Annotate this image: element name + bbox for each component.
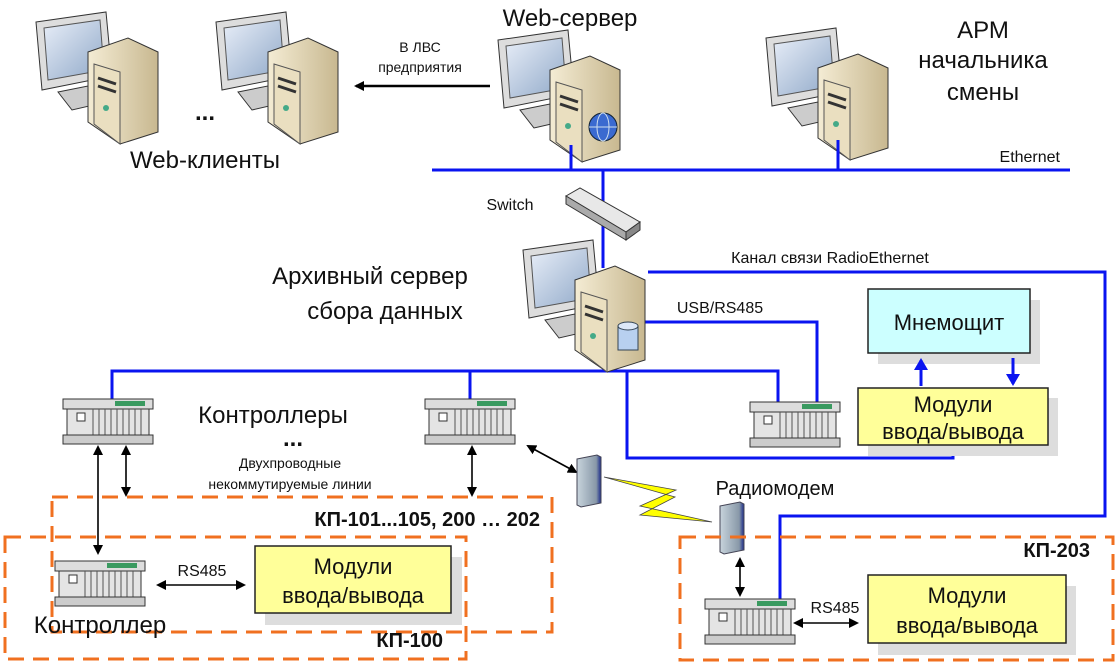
controller-rack-icon bbox=[62, 398, 154, 445]
lan-label-1: В ЛВС bbox=[399, 39, 440, 55]
rs485-label: RS485 bbox=[178, 563, 227, 580]
arm-label-2: начальника bbox=[918, 47, 1048, 74]
kp203-border bbox=[678, 535, 1115, 662]
usb-rs485-line bbox=[640, 320, 819, 405]
radioethernet-label: Канал связи RadioEthernet bbox=[731, 250, 929, 267]
web-server-label: Web-сервер bbox=[503, 5, 638, 32]
controller-rack-icon bbox=[749, 401, 841, 448]
web-clients-label: Web-клиенты bbox=[130, 147, 280, 174]
modules-label-2: ввода/вывода bbox=[896, 613, 1039, 638]
two-wire-label-2: некоммутируемые линии bbox=[208, 476, 371, 492]
mnemo-label: Мнемощит bbox=[894, 310, 1005, 335]
link-arrows bbox=[93, 445, 859, 628]
io-modules-box-kp100 bbox=[254, 545, 452, 614]
modules-label-1: Модули bbox=[314, 554, 393, 579]
kp100-label: КП-100 bbox=[376, 630, 443, 652]
modules-label-2: ввода/вывода bbox=[882, 419, 1025, 444]
controllers-label: Контроллеры bbox=[198, 402, 348, 429]
modules-label-2: ввода/вывода bbox=[282, 583, 425, 608]
controller-rack-icon bbox=[54, 560, 146, 607]
archive-server-computer-icon bbox=[521, 238, 647, 374]
ethernet-label: Ethernet bbox=[1000, 149, 1061, 166]
io-modules-box-kp203 bbox=[867, 574, 1067, 644]
io-modules-box-center bbox=[857, 387, 1049, 446]
clients-ellipsis: ... bbox=[195, 99, 215, 126]
usb-rs485-label: USB/RS485 bbox=[677, 300, 763, 317]
archive-label-2: сбора данных bbox=[307, 298, 463, 325]
web-client-computer-icon bbox=[34, 10, 160, 146]
two-wire-label-1: Двухпроводные bbox=[239, 455, 341, 471]
database-icon bbox=[617, 321, 639, 351]
archive-label-1: Архивный сервер bbox=[272, 263, 468, 290]
controller-rack-icon bbox=[704, 598, 796, 645]
radiomodem-icon bbox=[719, 501, 745, 555]
arm-label-3: смены bbox=[947, 79, 1019, 106]
globe-icon bbox=[588, 112, 618, 142]
web-client-computer-icon bbox=[214, 10, 340, 146]
arm-label-1: АРМ bbox=[957, 17, 1009, 44]
rs485-label: RS485 bbox=[811, 600, 860, 617]
switch-icon bbox=[565, 187, 641, 241]
web-server-computer-icon bbox=[496, 28, 622, 164]
mnemo-box bbox=[867, 288, 1031, 354]
kp203-label: КП-203 bbox=[1023, 540, 1090, 562]
switch-label: Switch bbox=[486, 197, 533, 214]
controller-label: Контроллер bbox=[34, 612, 166, 639]
radioethernet-line bbox=[648, 270, 1107, 600]
kp-group-border bbox=[50, 495, 554, 634]
kp-group-label: КП-101...105, 200 … 202 bbox=[314, 509, 540, 531]
lightning-icon bbox=[603, 476, 713, 523]
modules-label-1: Модули bbox=[928, 583, 1007, 608]
radiomodem-icon bbox=[576, 454, 602, 508]
controller-rack-icon bbox=[424, 398, 516, 445]
modules-label-1: Модули bbox=[914, 392, 993, 417]
arm-computer-icon bbox=[764, 26, 890, 162]
radiomodem-label: Радиомодем bbox=[716, 478, 835, 500]
controllers-dots: ... bbox=[283, 425, 303, 452]
kp100-border bbox=[3, 535, 468, 661]
lan-label-2: предприятия bbox=[378, 59, 462, 75]
